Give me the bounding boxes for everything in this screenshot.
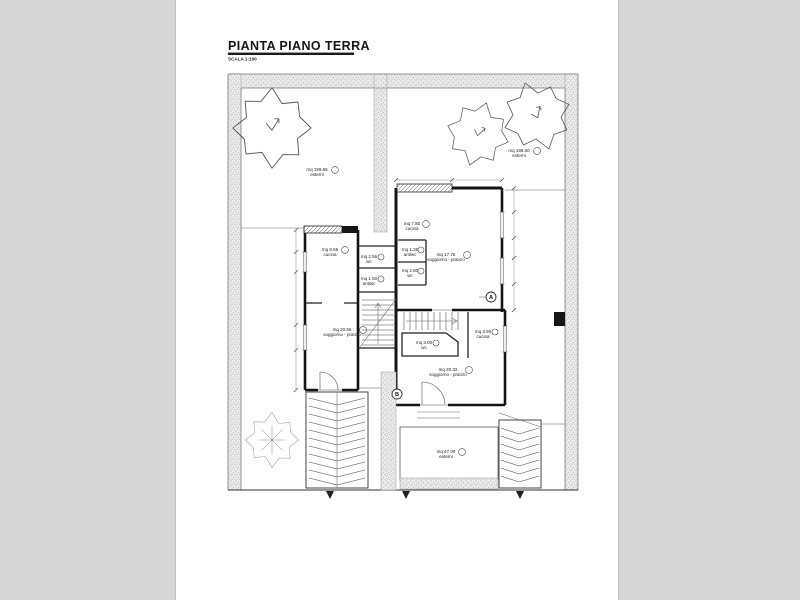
garden-trees (232, 71, 582, 468)
svg-text:cucina: cucina (323, 252, 337, 257)
unit-right-bottom-walls (396, 308, 507, 407)
svg-text:antiwc: antiwc (363, 281, 377, 286)
wc-room-outline (401, 332, 459, 357)
room-label-soggiorno-right: mq 17.76 soggiorno - pranzo (427, 251, 471, 262)
svg-text:mq 20.56: mq 20.56 (333, 327, 352, 332)
building (302, 183, 508, 407)
svg-text:soggiorno - pranzo: soggiorno - pranzo (427, 257, 465, 262)
svg-text:mq 7.80: mq 7.80 (404, 221, 421, 226)
external-stair-right (498, 412, 542, 489)
unit-core-walls (356, 188, 398, 390)
internal-stair-a (359, 298, 397, 348)
svg-text:esterni: esterni (310, 172, 324, 177)
shrub-icon (245, 412, 299, 468)
room-labels: mq 159.65 esterni mq 198.00 esterni mq 4… (306, 147, 541, 459)
svg-text:mq 3.00: mq 3.00 (416, 340, 433, 345)
garden-lines (241, 189, 565, 425)
svg-text:wc: wc (421, 345, 427, 350)
svg-text:wc: wc (407, 273, 413, 278)
drawing-scale: SCALA 1:100 (228, 57, 257, 62)
svg-text:mq 3.90: mq 3.90 (475, 329, 492, 334)
svg-text:mq 9.58: mq 9.58 (322, 247, 339, 252)
svg-text:cucina: cucina (405, 226, 419, 231)
site-boundary-hatch (227, 73, 579, 491)
unit-left-walls (303, 225, 358, 392)
dimension-lines (293, 177, 517, 393)
room-label-wc-top-right: mq 2.80 wc (402, 267, 425, 278)
svg-text:mq 20.32: mq 20.32 (439, 367, 458, 372)
svg-text:mq 159.65: mq 159.65 (306, 167, 328, 172)
page-title: PIANTA PIANO TERRA (228, 39, 370, 53)
entry-arrows (326, 491, 524, 499)
svg-text:mq 1.50: mq 1.50 (361, 276, 378, 281)
room-label-cucina-left: mq 9.58 cucina (322, 246, 349, 257)
svg-text:antiwc: antiwc (404, 252, 418, 257)
title-underline (228, 52, 354, 55)
external-stair-left (305, 391, 369, 489)
room-label-garden-right: mq 198.00 esterni (508, 147, 541, 158)
svg-text:esterni: esterni (439, 454, 453, 459)
svg-text:soggiorno - pranzo: soggiorno - pranzo (429, 372, 467, 377)
room-label-wc-right: mq 3.00 wc (416, 339, 440, 350)
room-label-soggiorno-bottom: mq 20.32 soggiorno - pranzo (429, 366, 473, 377)
gate-pier (554, 312, 565, 326)
svg-text:mq 2.80: mq 2.80 (402, 268, 419, 273)
svg-text:mq 198.00: mq 198.00 (508, 148, 530, 153)
room-label-patio: mq 47.00 esterni (437, 448, 466, 459)
svg-text:mq 1.35: mq 1.35 (402, 247, 419, 252)
svg-text:esterni: esterni (512, 153, 526, 158)
internal-stair-b (403, 312, 459, 330)
room-label-antiwc-left: mq 1.50 antiwc (361, 275, 385, 286)
entry-arrow-icon (326, 491, 334, 499)
entry-arrow-icon (516, 491, 524, 499)
svg-text:cucina: cucina (476, 334, 490, 339)
svg-text:mq 47.00: mq 47.00 (437, 449, 456, 454)
svg-text:mq 17.76: mq 17.76 (437, 252, 456, 257)
svg-text:soggiorno - pranzo: soggiorno - pranzo (323, 332, 361, 337)
room-label-soggiorno-left: mq 20.56 soggiorno - pranzo (323, 326, 367, 337)
room-label-cucina-right: mq 3.90 cucina (475, 328, 499, 339)
walkway-stipple-strip (380, 371, 397, 491)
windows (302, 211, 508, 353)
svg-text:B: B (395, 392, 399, 398)
title-block: PIANTA PIANO TERRA SCALA 1:100 (228, 39, 370, 62)
room-label-antiwc-right: mq 1.35 antiwc (402, 246, 425, 257)
svg-text:mq 2.56: mq 2.56 (361, 254, 378, 259)
svg-text:A: A (489, 295, 493, 301)
room-label-wc-left: mq 2.56 wc (361, 253, 385, 264)
section-marker-b: B (391, 388, 403, 400)
patio-stipple-band (399, 477, 499, 490)
svg-text:wc: wc (366, 259, 372, 264)
patio-and-paths (380, 371, 499, 491)
room-label-cucina-top: mq 7.80 cucina (404, 220, 430, 231)
section-marker-a: A (479, 291, 497, 303)
entry-arrow-icon (402, 491, 410, 499)
room-label-garden-left: mq 159.65 esterni (306, 166, 339, 177)
unit-right-top-walls (396, 183, 504, 312)
